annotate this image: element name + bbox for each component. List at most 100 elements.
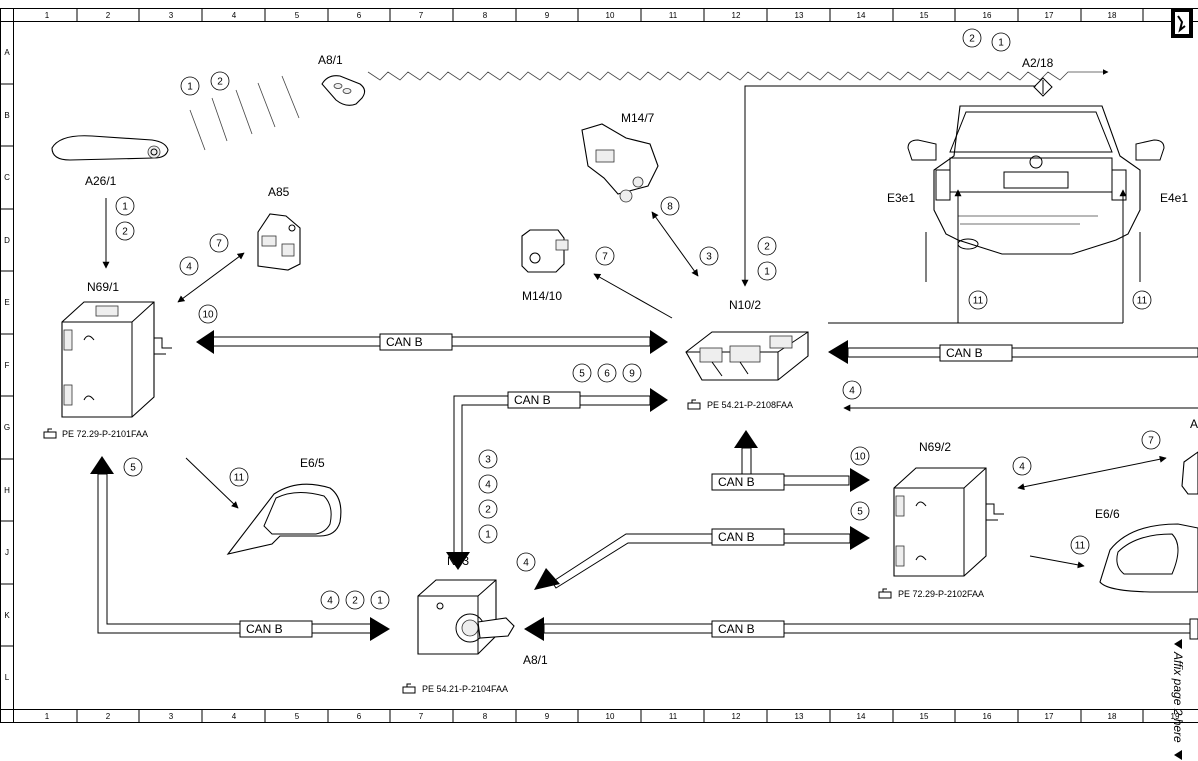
row-label: C <box>4 173 10 182</box>
label-a26-1: A26/1 <box>85 174 117 188</box>
svg-text:2: 2 <box>352 596 358 607</box>
signal-lines-key <box>189 75 300 151</box>
circled-number-m14-7-link: 8 <box>660 196 680 216</box>
column-label: 1 <box>45 11 50 20</box>
svg-text:4: 4 <box>186 262 192 273</box>
ref-n69-1: PE 72.29-P-2101FAA <box>62 429 148 439</box>
svg-text:4: 4 <box>1019 462 1025 473</box>
radio-zigzag <box>367 69 1109 81</box>
circled-number-m14-7-back: 3 <box>699 246 719 266</box>
svg-text:4: 4 <box>523 558 529 569</box>
circled-number-a85-link: 7 <box>209 233 229 253</box>
circled-number-bottom-b: 2 <box>345 590 365 610</box>
column-label: 6 <box>357 712 362 721</box>
svg-text:2: 2 <box>764 242 770 253</box>
circled-number-a2-top-a: 2 <box>962 28 982 48</box>
sheet-frame <box>0 8 1198 723</box>
circled-number-e4e1-link: 11 <box>1132 290 1152 310</box>
label-a8-1-key: A8/1 <box>318 53 343 67</box>
circled-number-n73-left: 4 <box>516 552 536 572</box>
document-icon <box>1171 8 1193 38</box>
control-unit-n69-2 <box>893 467 1004 577</box>
row-label: G <box>4 423 10 432</box>
can-bus-n69-1-n73 <box>90 456 390 641</box>
antenna-a2-18-icon <box>1033 77 1053 97</box>
circled-number-bottom-a: 4 <box>320 590 340 610</box>
column-label: 4 <box>232 11 237 20</box>
svg-text:3: 3 <box>485 455 491 466</box>
affix-arrow-top <box>1174 639 1182 649</box>
svg-text:6: 6 <box>604 369 610 380</box>
column-label: 7 <box>419 712 424 721</box>
column-label: 7 <box>419 11 424 20</box>
row-label: E <box>4 298 9 307</box>
column-label: 12 <box>732 11 741 20</box>
circled-number-mid-a: 5 <box>572 363 592 383</box>
ignition-switch-n73 <box>417 579 515 655</box>
column-label: 5 <box>295 712 300 721</box>
door-handle-a26-1 <box>51 135 169 161</box>
row-label: F <box>5 361 10 370</box>
can-bus-right-n10-2 <box>828 340 1198 364</box>
svg-text:10: 10 <box>202 310 214 321</box>
circled-number-n73-b: 4 <box>478 474 498 494</box>
hand-pointer-icon <box>43 428 57 439</box>
column-label: 9 <box>545 712 550 721</box>
mirror-e6-5 <box>226 483 342 555</box>
can-label-4: CAN B <box>718 475 755 489</box>
row-label: D <box>4 236 10 245</box>
svg-text:3: 3 <box>706 252 712 263</box>
can-label-6: CAN B <box>246 622 283 636</box>
ref-n73: PE 54.21-P-2104FAA <box>422 684 508 694</box>
column-label: 3 <box>169 712 174 721</box>
label-e4e1: E4e1 <box>1160 191 1188 205</box>
column-label: 12 <box>732 712 741 721</box>
can-label-7: CAN B <box>718 622 755 636</box>
circled-number-n69-2-top: 10 <box>850 446 870 466</box>
svg-text:8: 8 <box>667 202 673 213</box>
column-label: 2 <box>106 712 111 721</box>
svg-text:4: 4 <box>849 386 855 397</box>
circled-number-e6-5-link: 11 <box>229 467 249 487</box>
can-bus-n73-n69-2 <box>534 526 870 590</box>
motor-m14-7 <box>581 123 659 203</box>
column-label: 10 <box>606 11 615 20</box>
svg-text:1: 1 <box>187 82 193 93</box>
column-label: 8 <box>483 712 488 721</box>
label-m14-7: M14/7 <box>621 111 655 125</box>
svg-text:5: 5 <box>857 507 863 518</box>
circled-number-e6-6-link: 11 <box>1070 535 1090 555</box>
circled-number-mid-b: 6 <box>597 363 617 383</box>
column-label: 5 <box>295 11 300 20</box>
label-n10-2: N10/2 <box>729 298 761 312</box>
can-bus-n69-2-up <box>711 430 870 492</box>
circled-number-n73-c: 2 <box>478 499 498 519</box>
grid-ticks <box>0 8 1144 722</box>
circled-number-a85r-link: 7 <box>1141 430 1161 450</box>
hand-pointer-icon-3 <box>878 588 892 599</box>
can-label-1: CAN B <box>386 335 423 349</box>
label-a-partial: A <box>1190 417 1198 431</box>
circled-number-n69-2-right: 4 <box>1012 456 1032 476</box>
svg-text:2: 2 <box>485 505 491 516</box>
svg-text:7: 7 <box>1148 436 1154 447</box>
svg-text:2: 2 <box>217 77 223 88</box>
vehicle-rear-view <box>907 105 1165 282</box>
control-unit-n10-2 <box>685 331 809 381</box>
label-n73: N73 <box>447 554 469 568</box>
key-remote-a8-1 <box>321 75 366 106</box>
column-label: 16 <box>983 712 992 721</box>
svg-text:2: 2 <box>969 34 975 45</box>
circled-number-n10-2-top-b: 1 <box>757 261 777 281</box>
column-label: 1 <box>45 712 50 721</box>
circled-number-n73-d: 1 <box>478 524 498 544</box>
label-a8-1-switch: A8/1 <box>523 653 548 667</box>
circled-number-a26-a: 1 <box>115 196 135 216</box>
lock-actuator-right-partial <box>1181 451 1198 495</box>
column-label: 19 <box>1171 712 1180 721</box>
can-bus-n69-1-n10-2 <box>196 330 668 354</box>
column-label: 15 <box>920 712 929 721</box>
svg-text:11: 11 <box>1137 296 1148 307</box>
column-label: 11 <box>669 11 678 20</box>
